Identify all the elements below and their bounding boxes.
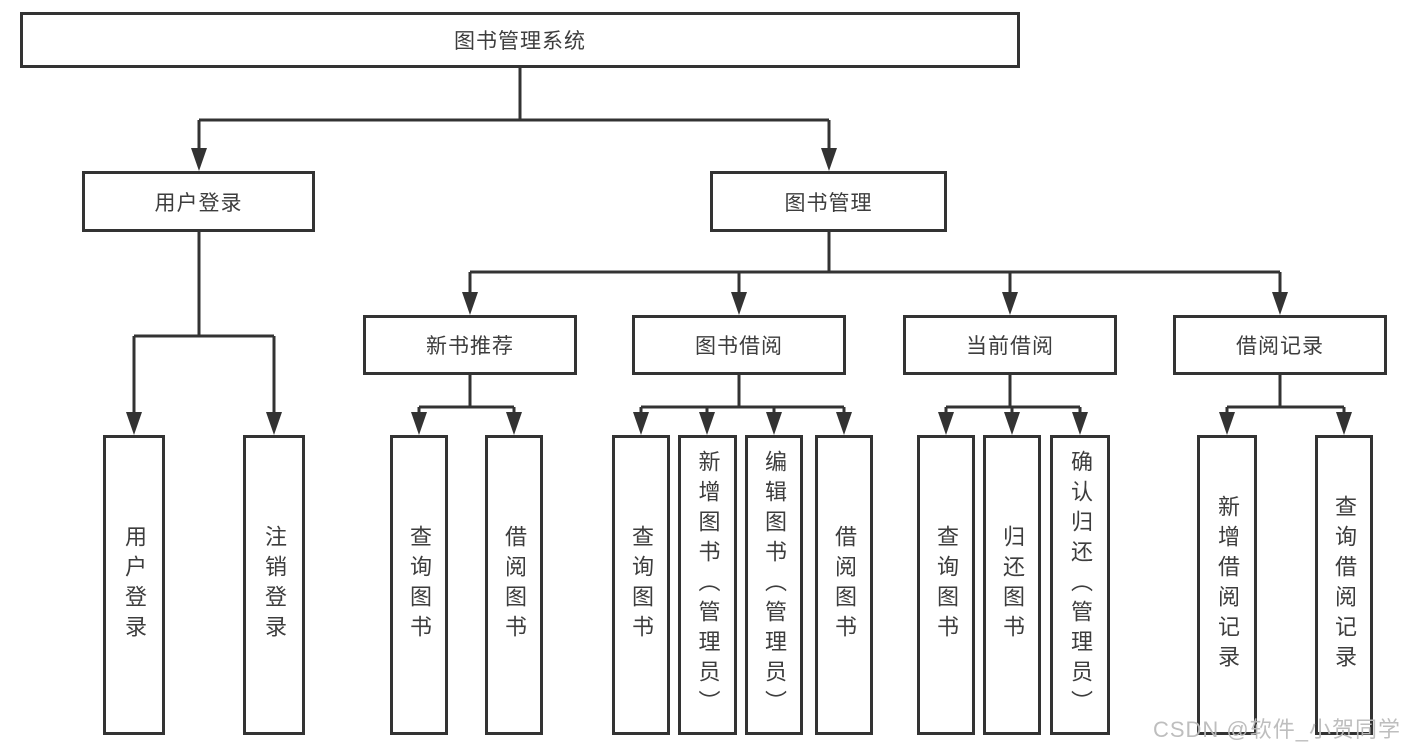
leaf-add-borrow-record-label: 新增借阅记录 <box>1215 495 1240 675</box>
node-borrow-records: 借阅记录 <box>1173 315 1387 375</box>
leaf-borrow-book-borrowing-label: 借阅图书 <box>832 525 857 645</box>
leaf-logout-label: 注销登录 <box>262 525 287 645</box>
leaf-borrow-book-recommend: 借阅图书 <box>485 435 543 735</box>
node-borrow-records-label: 借阅记录 <box>1236 335 1324 358</box>
leaf-query-book-borrowing: 查询图书 <box>612 435 670 735</box>
leaf-query-book-recommend: 查询图书 <box>390 435 448 735</box>
node-user-login-label: 用户登录 <box>154 191 243 215</box>
leaf-add-borrow-record: 新增借阅记录 <box>1197 435 1257 735</box>
leaf-return-book-label: 归还图书 <box>1000 525 1025 645</box>
node-book-borrowing: 图书借阅 <box>632 315 846 375</box>
leaf-query-book-borrowing-label: 查询图书 <box>629 525 654 645</box>
leaf-edit-book-admin: 编辑图书（管理员） <box>745 435 803 735</box>
node-book-management-label: 图书管理 <box>784 191 873 215</box>
node-book-borrowing-label: 图书借阅 <box>695 335 783 358</box>
leaf-edit-book-admin-label: 编辑图书（管理员） <box>762 450 787 720</box>
node-library-system: 图书管理系统 <box>20 12 1020 68</box>
node-new-book-recommend-label: 新书推荐 <box>426 335 514 358</box>
leaf-query-book-current-label: 查询图书 <box>934 525 959 645</box>
leaf-confirm-return-admin: 确认归还（管理员） <box>1050 435 1110 735</box>
node-current-borrowing-label: 当前借阅 <box>966 335 1054 358</box>
leaf-add-book-admin: 新增图书（管理员） <box>678 435 737 735</box>
node-library-system-label: 图书管理系统 <box>454 30 586 53</box>
node-user-login: 用户登录 <box>82 171 315 232</box>
leaf-user-login: 用户登录 <box>103 435 165 735</box>
node-current-borrowing: 当前借阅 <box>903 315 1117 375</box>
leaf-borrow-book-borrowing: 借阅图书 <box>815 435 873 735</box>
leaf-add-book-admin-label: 新增图书（管理员） <box>695 450 721 720</box>
leaf-query-borrow-record: 查询借阅记录 <box>1315 435 1373 735</box>
leaf-query-borrow-record-label: 查询借阅记录 <box>1332 495 1357 675</box>
leaf-query-book-recommend-label: 查询图书 <box>407 525 432 645</box>
leaf-return-book: 归还图书 <box>983 435 1041 735</box>
leaf-borrow-book-recommend-label: 借阅图书 <box>502 525 527 645</box>
node-new-book-recommend: 新书推荐 <box>363 315 577 375</box>
watermark: CSDN @软件_小贺同学 <box>1152 717 1401 742</box>
node-book-management: 图书管理 <box>710 171 947 232</box>
leaf-user-login-label: 用户登录 <box>122 525 147 645</box>
leaf-logout: 注销登录 <box>243 435 305 735</box>
leaf-query-book-current: 查询图书 <box>917 435 975 735</box>
leaf-confirm-return-admin-label: 确认归还（管理员） <box>1068 450 1093 720</box>
